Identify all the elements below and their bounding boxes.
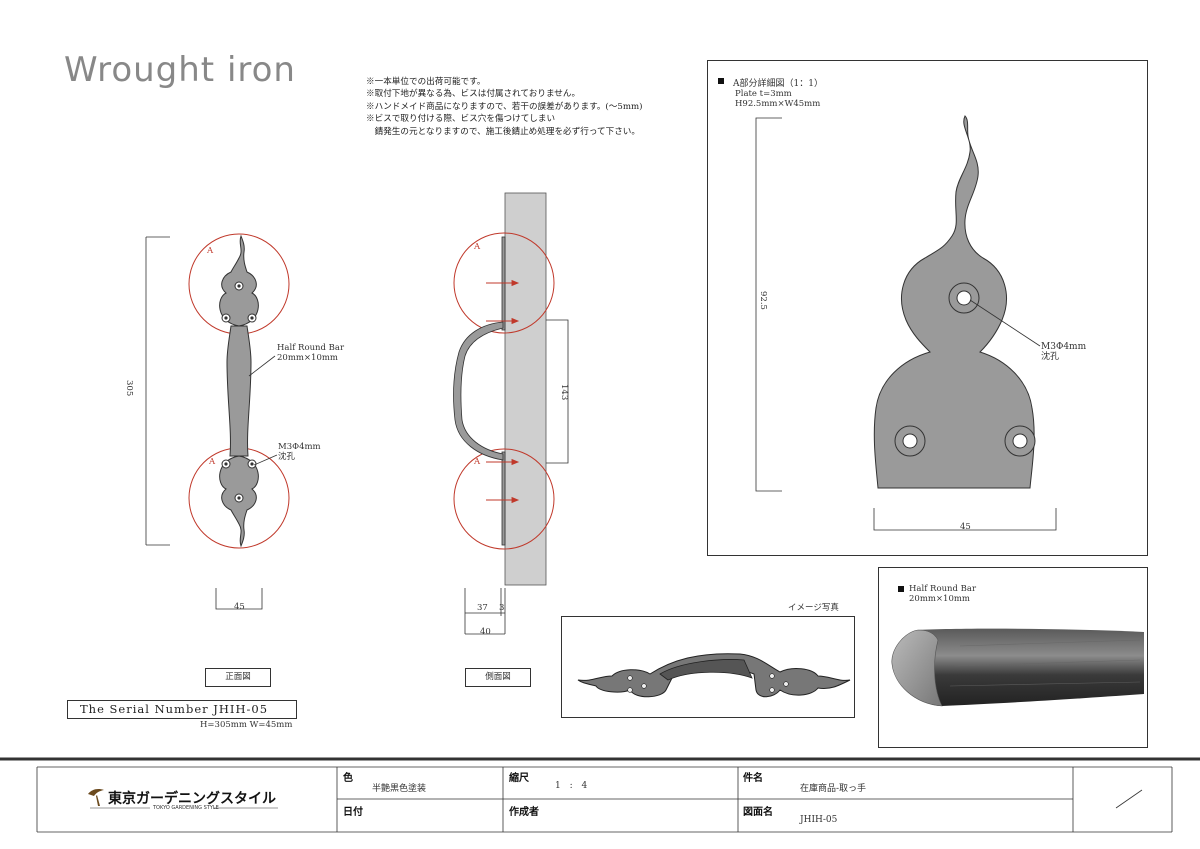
date-label: 日付 [343,807,363,818]
detail-view [718,78,1057,531]
logo-palm-icon [88,789,104,806]
front-screw-hole-label: M3Φ4mm 沈孔 [278,442,321,462]
side-detail-circle-bottom [453,448,555,550]
half-round-bar-line2: 20mm×10mm [277,353,338,363]
detail-width-dim: 45 [960,522,971,532]
side-dim-40: 40 [480,627,491,637]
half-round-bar-label: Half Round Bar 20mm×10mm [277,343,344,363]
side-a-bottom-label: A [474,457,481,467]
bar-photo-line2: 20mm×10mm [909,594,970,604]
notes-block: ※一本単位での出荷可能です。 ※取付下地が異なる為、ビスは付属されておりません。… [366,76,643,138]
side-view-caption: 側面図 [465,668,531,687]
drawing-title: Wrought iron [64,50,296,90]
subject-value: 在庫商品-取っ手 [800,784,867,794]
drawing-name-value: JHIH-05 [800,815,838,825]
plate-line1: Plate t=3mm [735,89,792,99]
screw-hole-line1: M3Φ4mm [278,442,321,452]
top-plate [219,234,259,327]
side-dim-37: 37 [477,603,488,613]
image-photo-frame [561,616,855,718]
color-value: 半艶黒色塗装 [372,784,427,794]
front-a-top-label: A [207,246,214,256]
side-detail-circle-top [453,232,555,334]
scale-value: 1 : 4 [555,781,591,791]
front-height-dim: 305 [124,380,134,397]
subject-label: 件名 [743,773,763,784]
side-view [453,192,569,635]
company-logo: 東京ガーデニングスタイル [108,791,276,807]
side-a-top-label: A [474,242,481,252]
detail-screw-line2: 沈孔 [1041,352,1060,362]
detail-plate-spec: Plate t=3mm H92.5mm×W45mm [735,89,820,109]
screw-hole-line2: 沈孔 [278,452,296,462]
author-label: 作成者 [509,807,539,818]
detail-screw-hole-label: M3Φ4mm 沈孔 [1041,342,1086,362]
side-plate-top [501,236,506,331]
front-view [145,233,290,610]
detail-height-dim: 92.5 [758,291,768,310]
serial-size: H=305mm W=45mm [200,720,293,730]
side-dim-3: 3 [499,603,505,613]
front-view-caption: 正面図 [205,668,271,687]
color-label: 色 [343,773,353,784]
detail-heading: A部分詳細図（1：1） [733,79,823,89]
bar-photo-line1: Half Round Bar [909,584,977,594]
serial-number-label: The Serial Number JHIH-05 [80,702,269,716]
front-width-dim: 45 [234,602,245,612]
note-line: ※取付下地が異なる為、ビスは付属されておりません。 [366,89,581,100]
half-round-bar [226,325,252,457]
title-block-lines [0,757,1200,833]
side-plate-bottom [501,451,506,546]
bar-photo [891,586,1144,707]
front-a-bottom-label: A [209,457,216,467]
serial-number-box: The Serial Number JHIH-05 [67,700,297,719]
note-line: ※ハンドメイド商品になりますので、若干の誤差があります。(～5mm) [366,101,643,112]
note-line: ※一本単位での出荷可能です。 [366,77,486,87]
note-line: ※ビスで取り付ける際、ビス穴を傷つけてしまい [366,114,556,125]
plate-line2: H92.5mm×W45mm [735,99,821,109]
handle-photo [577,653,851,698]
side-handle [453,321,504,461]
image-photo-label: イメージ写真 [788,603,839,613]
scale-label: 縮尺 [509,773,529,784]
drawing-name-label: 図面名 [743,807,773,818]
bar-photo-label: Half Round Bar 20mm×10mm [909,584,976,604]
company-logo-sub: TOKYO GARDENING STYLE [153,805,219,811]
half-round-bar-line1: Half Round Bar [277,343,345,353]
side-offset-dim: 143 [559,384,569,401]
wall [504,192,547,586]
note-line: 錆発生の元となりますので、施工後錆止め処理を必ず行って下さい。 [366,126,640,137]
detail-screw-line1: M3Φ4mm [1041,342,1087,352]
